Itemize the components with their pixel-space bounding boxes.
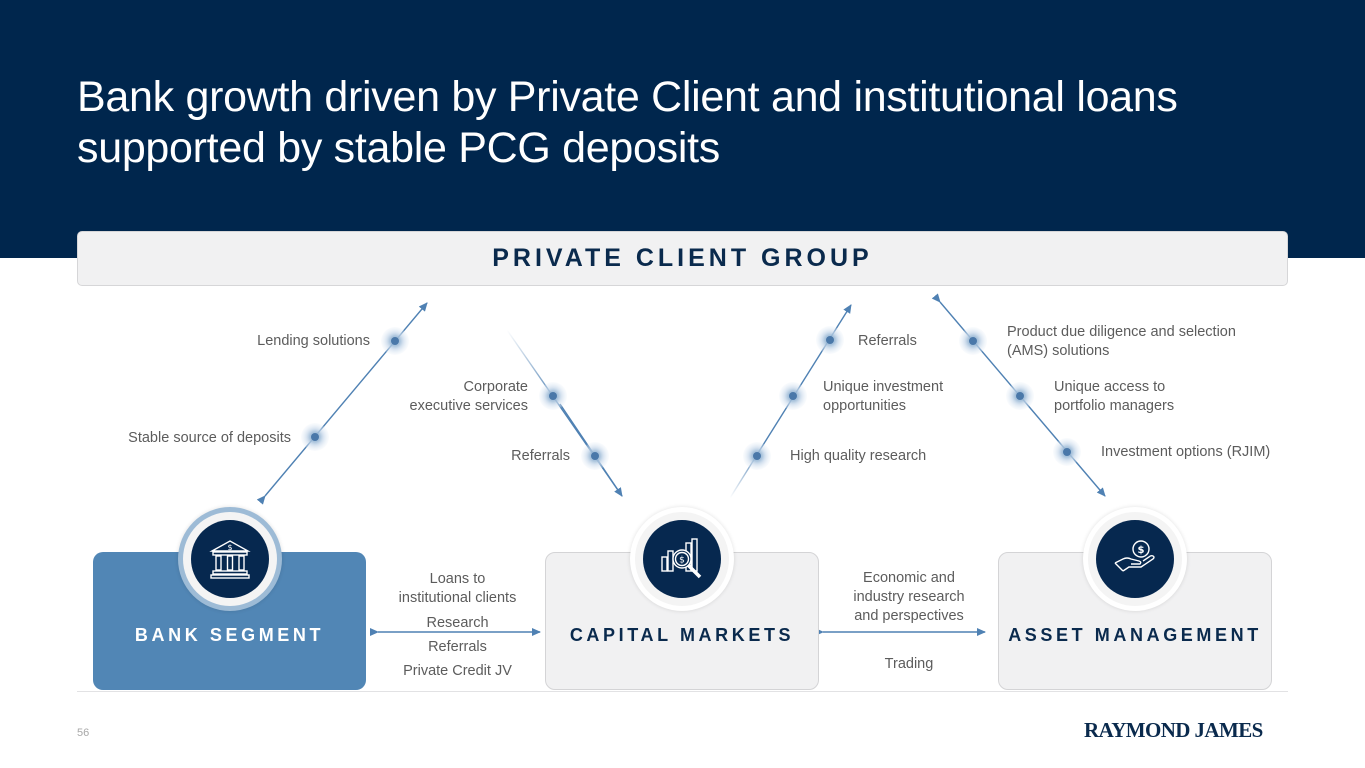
hand-coin-icon: $ [1114, 540, 1155, 572]
node-halo [743, 442, 771, 470]
label-line: Product due diligence and selection [1007, 324, 1236, 340]
bank-cm-referrals-label: Referrals [428, 639, 487, 655]
label-referrals-pcg: Referrals [858, 333, 917, 349]
label-product-due-diligence: Product due diligence and selection (AMS… [1007, 323, 1236, 361]
header-band [0, 0, 1365, 258]
title-line-1: Bank growth driven by Private Client and… [77, 73, 1178, 121]
label-line: Unique investment [823, 379, 944, 395]
node-dot [311, 433, 319, 441]
label-line: opportunities [823, 398, 907, 414]
node-halo [1053, 438, 1081, 466]
node-dot [753, 452, 761, 460]
label-unique-access-portfolio-managers: Unique access to portfolio managers [1054, 378, 1174, 416]
label-line: Corporate [463, 379, 528, 395]
node-halo [381, 327, 409, 355]
label-line: executive services [409, 398, 528, 414]
bank-building-icon: $ [209, 540, 251, 579]
node-dot [591, 452, 599, 460]
svg-text:$: $ [679, 556, 685, 566]
chart-magnifier-icon: $ [661, 538, 702, 579]
page-title: Bank growth driven by Private Client and… [77, 72, 1277, 174]
label-line: (AMS) solutions [1007, 343, 1110, 359]
bank-segment-label: BANK SEGMENT [134, 624, 325, 645]
capital-markets-badge: $ [630, 507, 734, 611]
node-halo [1006, 382, 1034, 410]
node-dot [391, 337, 399, 345]
node-dot [1016, 392, 1024, 400]
bank-cm-private-credit-label: Private Credit JV [403, 663, 512, 679]
label-line: industry research [853, 589, 965, 605]
label-line: institutional clients [398, 590, 517, 606]
label-line: Unique access to [1054, 379, 1166, 395]
bank-cm-research-label: Research [426, 615, 489, 631]
raymond-james-logo: RAYMOND JAMES [1084, 718, 1263, 742]
label-line: Loans to [429, 571, 486, 587]
node-dot [1063, 448, 1071, 456]
node-halo [816, 326, 844, 354]
node-halo [959, 327, 987, 355]
cm-am-trading-label: Trading [884, 656, 934, 672]
label-lending-solutions: Lending solutions [257, 333, 370, 349]
footer-divider [77, 691, 1288, 692]
capital-markets-label: CAPITAL MARKETS [569, 624, 795, 645]
label-referrals-cm: Referrals [511, 448, 570, 464]
label-investment-options-rjim: Investment options (RJIM) [1101, 444, 1271, 460]
node-dot [549, 392, 557, 400]
private-client-group-bar: PRIVATE CLIENT GROUP [77, 231, 1288, 286]
bank-cm-loans-label: Loans to institutional clients [380, 570, 535, 608]
label-line: Economic and [863, 570, 955, 586]
asset-management-badge: $ [1083, 507, 1187, 611]
title-line-2: supported by stable PCG deposits [77, 124, 720, 172]
label-line: and perspectives [854, 608, 964, 624]
node-dot [969, 337, 977, 345]
label-corporate-executive-services: Corporate executive services [410, 378, 528, 416]
link-capital-markets-pcg [729, 449, 761, 499]
cm-am-research-label: Economic and industry research and persp… [830, 569, 988, 626]
asset-management-label: ASSET MANAGEMENT [1008, 624, 1262, 645]
bank-badge: $ [178, 507, 282, 611]
label-unique-investment-opportunities: Unique investment opportunities [823, 378, 943, 416]
pcg-label: PRIVATE CLIENT GROUP [492, 244, 873, 272]
capital-markets-box: CAPITAL MARKETS [545, 552, 819, 690]
svg-text:$: $ [1138, 545, 1145, 556]
node-dot [826, 336, 834, 344]
page-number: 56 [77, 727, 90, 739]
label-line: portfolio managers [1054, 398, 1175, 414]
svg-text:$: $ [227, 543, 232, 552]
node-halo [779, 382, 807, 410]
node-dot [789, 392, 797, 400]
label-stable-deposits: Stable source of deposits [128, 430, 291, 446]
label-high-quality-research: High quality research [790, 448, 927, 464]
node-halo [581, 442, 609, 470]
node-halo [539, 382, 567, 410]
node-halo [301, 423, 329, 451]
